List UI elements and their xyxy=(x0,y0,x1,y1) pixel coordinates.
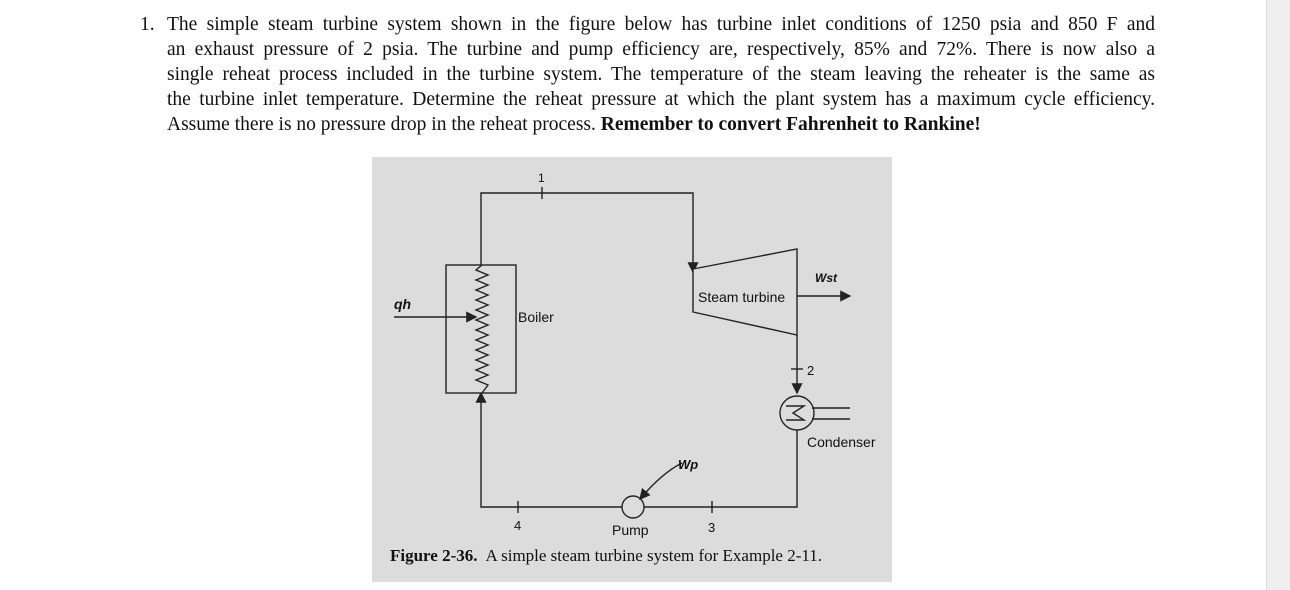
steam-turbine-figure: 1 2 3 4 qh Boiler Steam turbine Wst Cond… xyxy=(372,157,892,582)
problem-number: 1. xyxy=(140,14,155,35)
state-3-label: 3 xyxy=(708,520,715,535)
condenser-shape xyxy=(779,395,815,431)
boiler-tubes xyxy=(474,264,490,394)
problem-line-5: Assume there is no pressure drop in the … xyxy=(140,112,1155,137)
steam-turbine-label: Steam turbine xyxy=(698,289,785,305)
pump-shape xyxy=(621,495,645,519)
state-2-label: 2 xyxy=(807,363,814,378)
problem-line-5-text: Assume there is no pressure drop in the … xyxy=(167,114,601,135)
pump-label: Pump xyxy=(612,522,649,538)
figure-caption-text: A simple steam turbine system for Exampl… xyxy=(485,546,822,565)
problem-line-3: single reheat process included in the tu… xyxy=(167,64,1155,85)
condenser-label: Condenser xyxy=(807,434,876,450)
state-1-label: 1 xyxy=(538,171,545,185)
state-4-label: 4 xyxy=(514,518,521,533)
problem-line-4: the turbine inlet temperature. Determine… xyxy=(167,89,1155,110)
problem-statement: 1. The simple steam turbine system shown… xyxy=(140,12,1155,137)
heat-input-label: qh xyxy=(394,296,411,312)
problem-line-1: The simple steam turbine system shown in… xyxy=(167,14,1155,35)
boiler-shape xyxy=(445,264,517,394)
condenser-coil xyxy=(786,405,807,421)
figure-caption: Figure 2-36. A simple steam turbine syste… xyxy=(390,546,822,566)
problem-line-2: an exhaust pressure of 2 psia. The turbi… xyxy=(167,39,1155,60)
pump-work-arrow xyxy=(639,462,683,501)
pump-work-label: Wp xyxy=(678,457,698,472)
boiler-label: Boiler xyxy=(518,309,554,325)
figure-number: Figure 2-36. xyxy=(390,546,478,565)
rankine-reminder: Remember to convert Fahrenheit to Rankin… xyxy=(600,114,981,135)
cycle-diagram: 1 2 3 4 qh Boiler Steam turbine Wst Cond… xyxy=(394,171,876,538)
pipe-condenser-to-boiler xyxy=(475,391,798,508)
turbine-work-label: Wst xyxy=(815,271,838,285)
page-edge xyxy=(1266,0,1290,590)
pipe-boiler-to-turbine xyxy=(480,192,699,274)
